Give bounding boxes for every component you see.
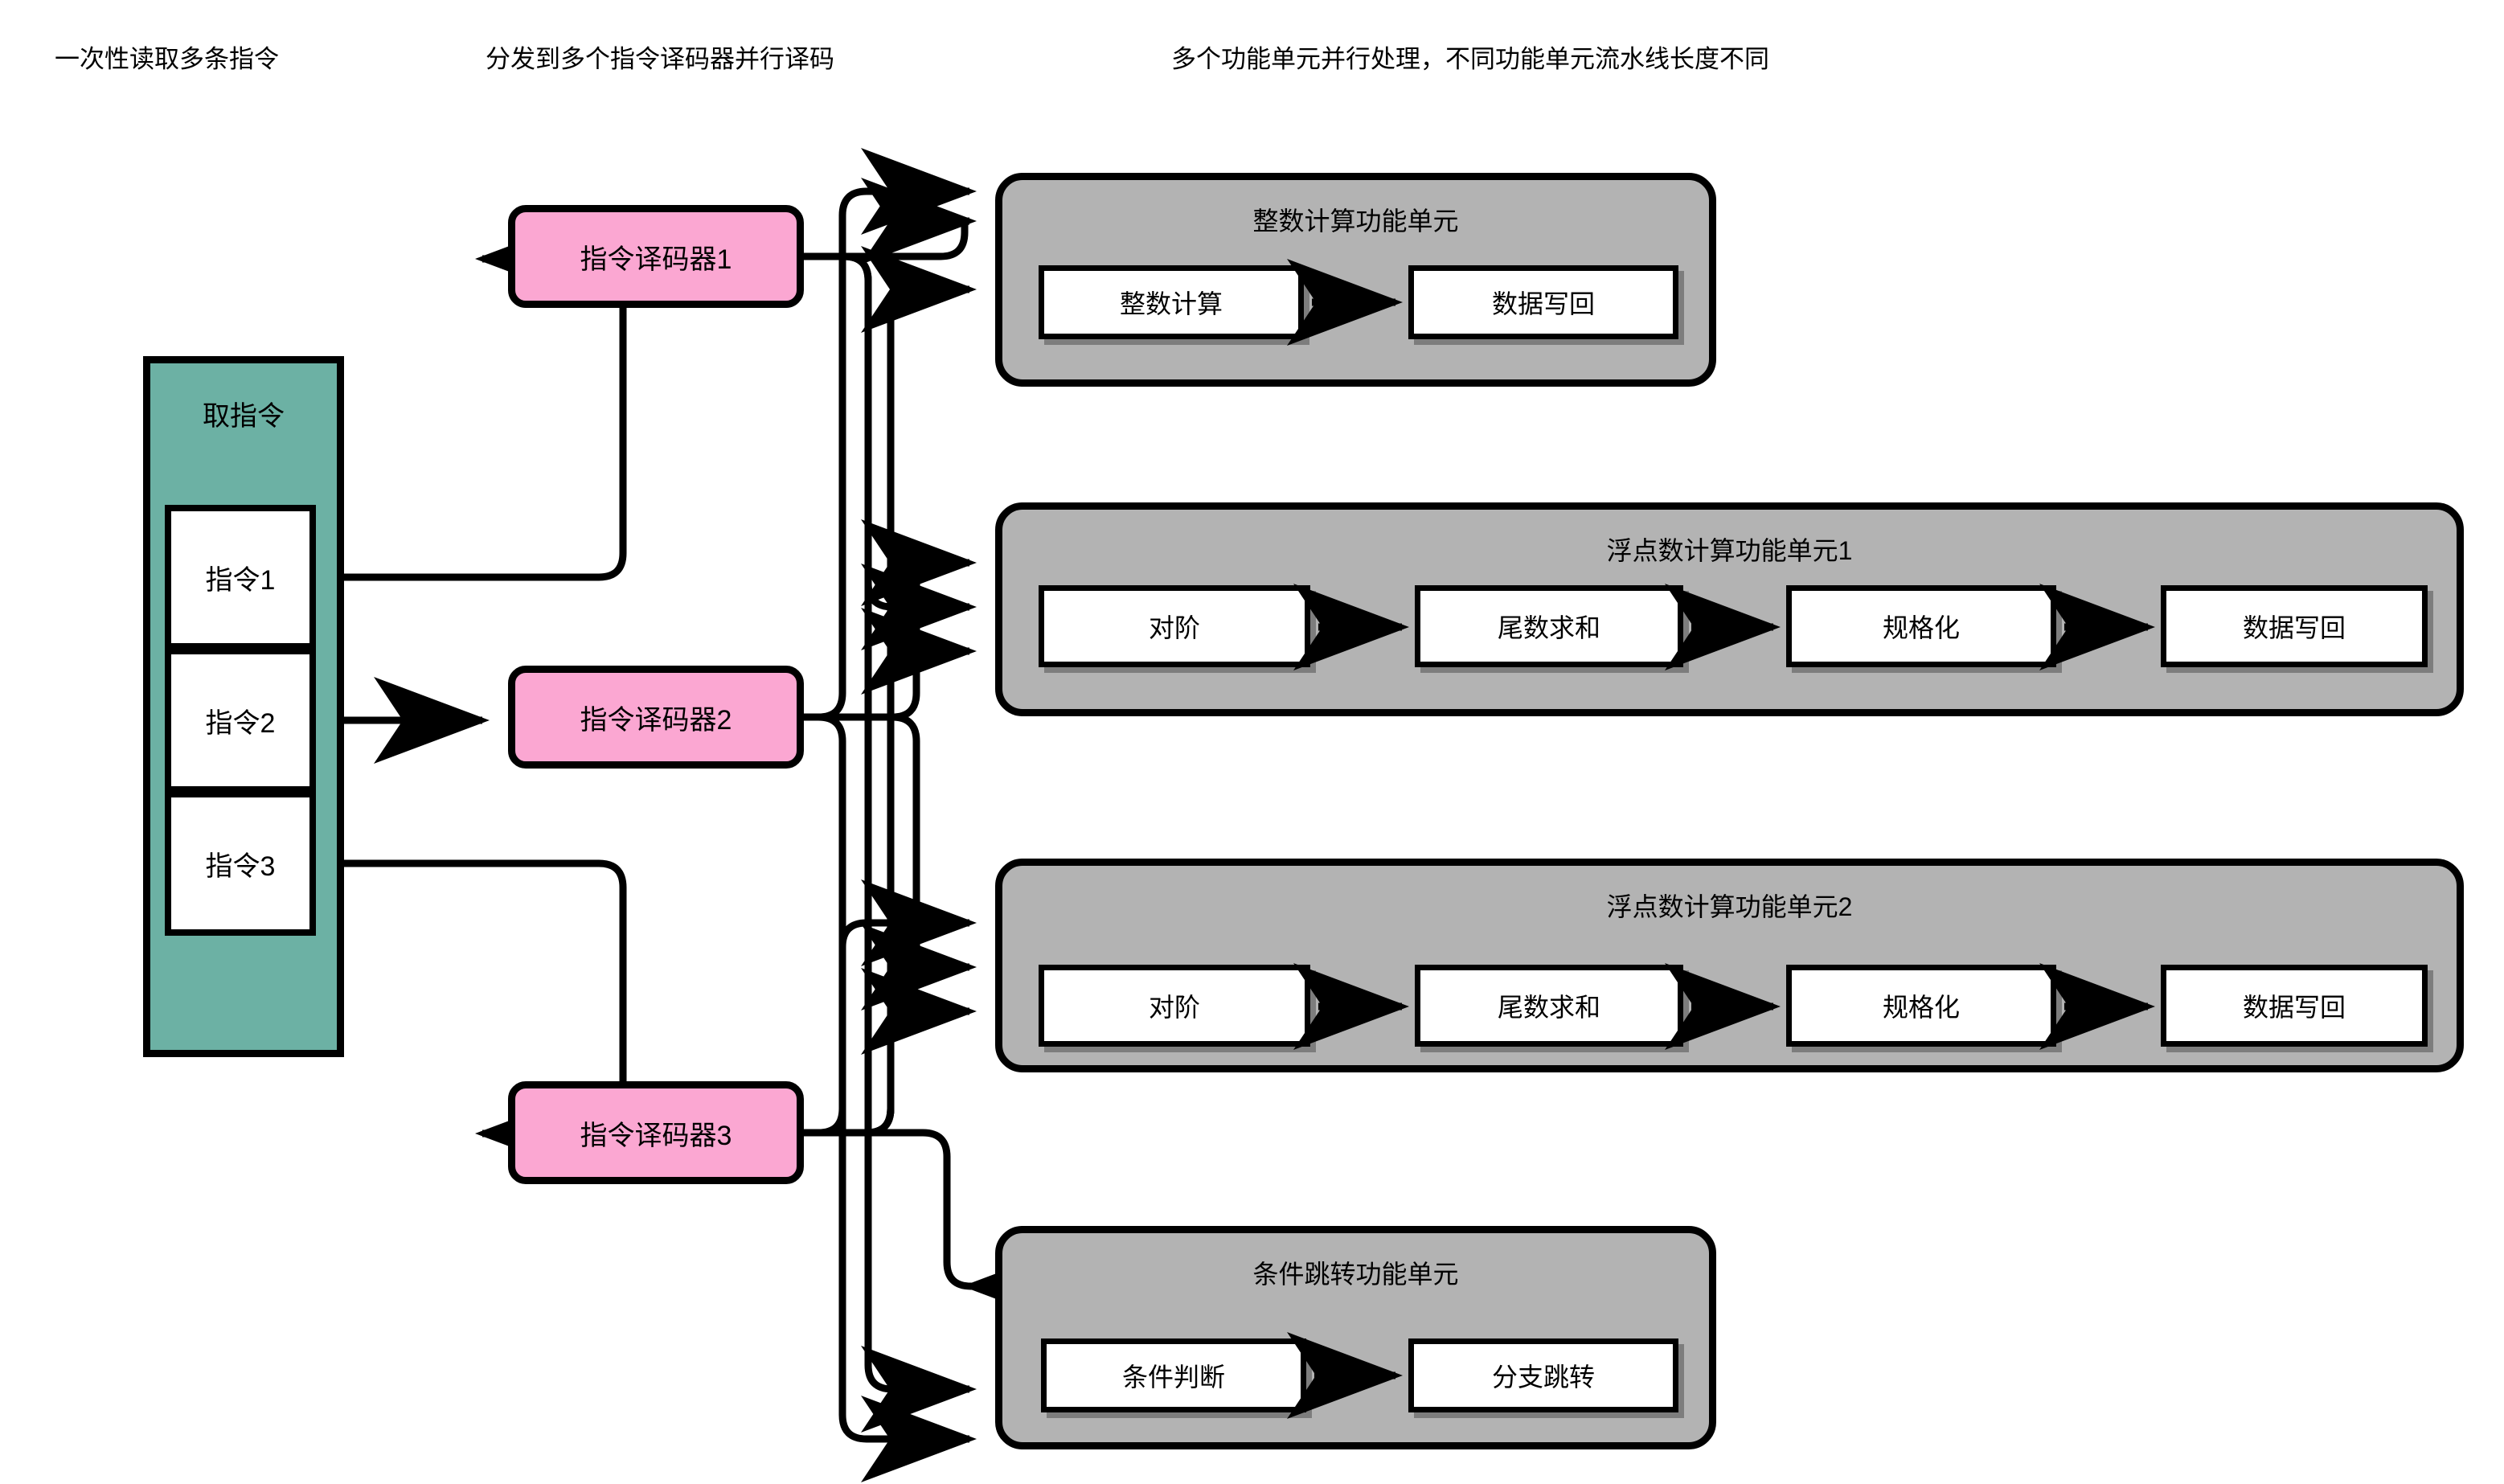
branch-functional-unit-title: 条件跳转功能单元 [1252, 1260, 1459, 1289]
instruction-box-2[interactable]: 指令2 [165, 648, 316, 793]
caption-decode: 分发到多个指令译码器并行译码 [486, 45, 834, 73]
wire-decoder2-to-fp-unit2 [804, 713, 977, 1011]
instruction-box-3[interactable]: 指令3 [165, 791, 316, 936]
stage-fp1-mantissa-sum[interactable]: 尾数求和 [1415, 585, 1683, 667]
stage-fp2-align[interactable]: 对阶 [1039, 965, 1310, 1047]
stage-fp2-mantissa-sum[interactable]: 尾数求和 [1415, 965, 1683, 1047]
caption-execute: 多个功能单元并行处理，不同功能单元流水线长度不同 [1171, 45, 1769, 73]
wire-decoder2-to-branch-unit [804, 713, 977, 1482]
stage-fp1-align[interactable]: 对阶 [1039, 585, 1310, 667]
stage-integer-compute[interactable]: 整数计算 [1039, 265, 1304, 339]
wire-decoder1-to-fp-unit1 [804, 252, 977, 650]
instruction-decoder-1[interactable]: 指令译码器1 [508, 205, 804, 308]
float-functional-unit-1-title: 浮点数计算功能单元1 [1606, 536, 1853, 565]
stage-branch-jump[interactable]: 分支跳转 [1408, 1338, 1678, 1412]
wire-decoder3-to-fp-unit2-b [804, 968, 977, 1137]
wire-decoder3-to-branch-unit [804, 1129, 1078, 1330]
stage-fp1-normalize[interactable]: 规格化 [1786, 585, 2056, 667]
wire-decoder1-to-integer-unit [804, 178, 977, 265]
wire-decoder2-to-fp-unit1 [804, 519, 977, 721]
stage-branch-condition[interactable]: 条件判断 [1041, 1338, 1306, 1412]
stage-fp1-writeback[interactable]: 数据写回 [2161, 585, 2428, 667]
branch-functional-unit[interactable]: 条件跳转功能单元 [995, 1226, 1716, 1449]
stage-fp2-writeback[interactable]: 数据写回 [2161, 965, 2428, 1047]
caption-fetch: 一次性读取多条指令 [55, 45, 279, 73]
fetch-unit-label: 取指令 [203, 401, 285, 432]
wire-decoder2-to-integer-unit [804, 148, 977, 721]
float-functional-unit-2-title: 浮点数计算功能单元2 [1606, 892, 1853, 921]
wire-decoder3-to-integer-unit [804, 246, 977, 1137]
instruction-box-1[interactable]: 指令1 [165, 505, 316, 650]
stage-integer-writeback[interactable]: 数据写回 [1408, 265, 1678, 339]
wire-decoder1-to-branch-unit [804, 252, 977, 1433]
integer-functional-unit-title: 整数计算功能单元 [1252, 207, 1459, 236]
instruction-decoder-2[interactable]: 指令译码器2 [508, 666, 804, 769]
wire-decoder3-to-fp-unit1 [804, 608, 977, 1137]
instruction-decoder-3[interactable]: 指令译码器3 [508, 1081, 804, 1184]
stage-fp2-normalize[interactable]: 规格化 [1786, 965, 2056, 1047]
wire-decoder3-to-fp-unit2-a [804, 879, 977, 1137]
